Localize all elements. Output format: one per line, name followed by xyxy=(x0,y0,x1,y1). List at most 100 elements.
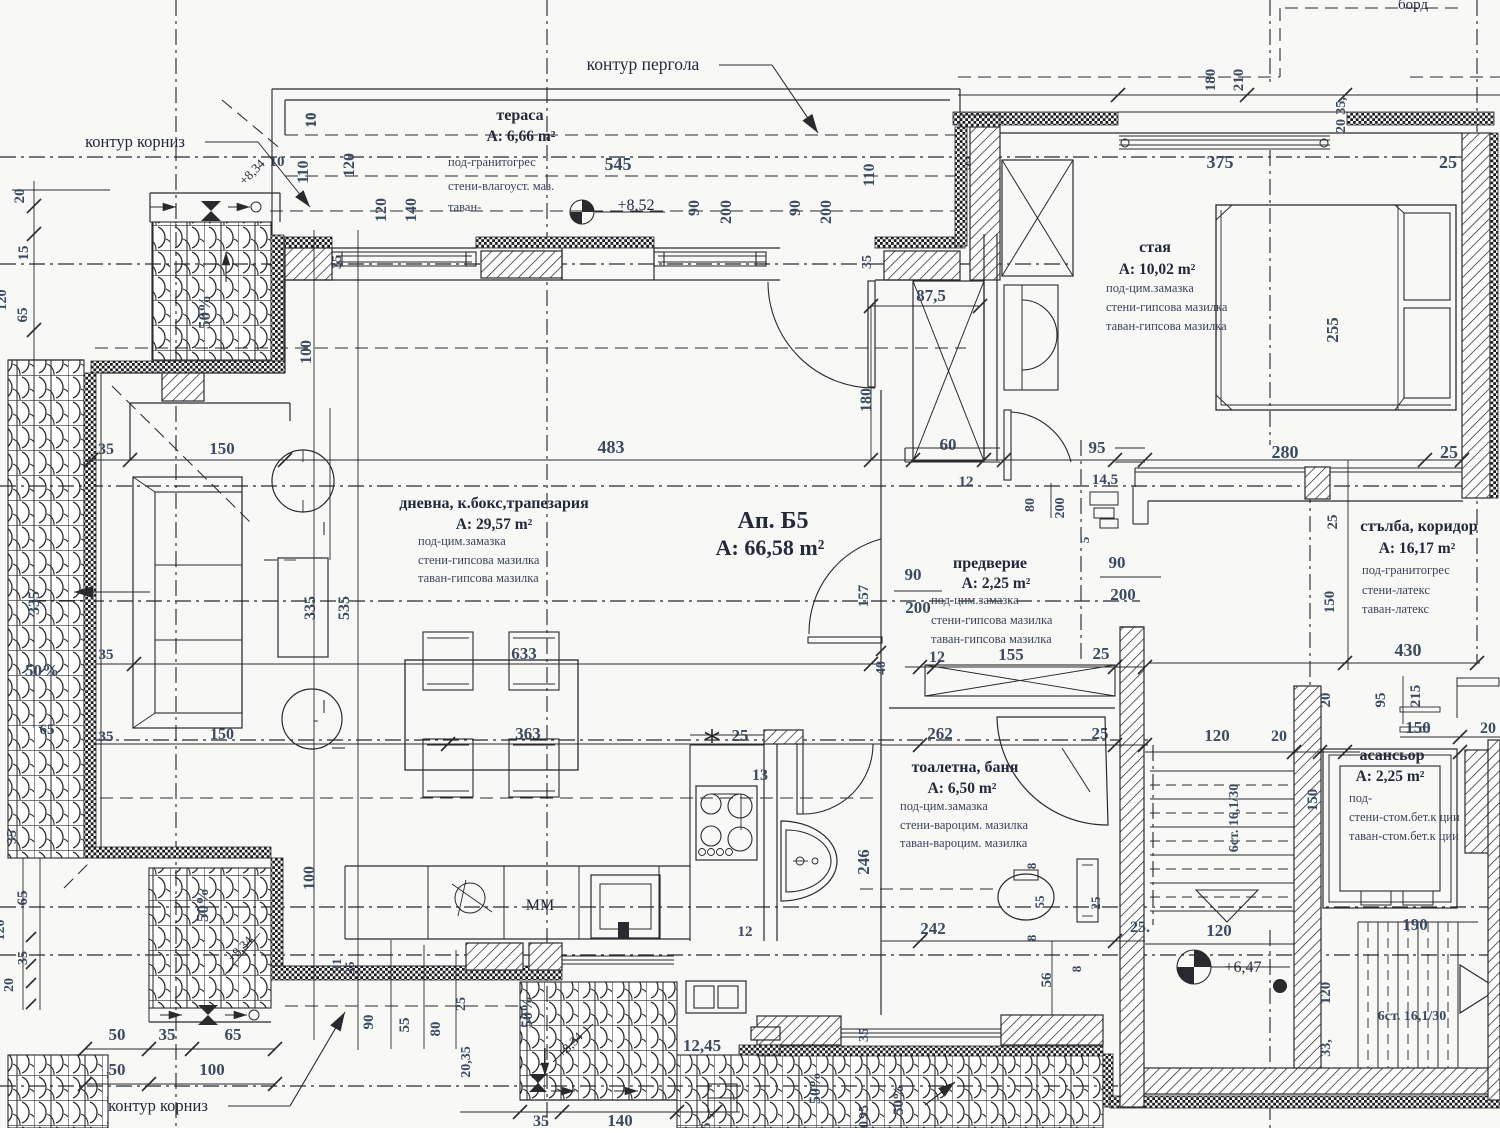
svg-text:12,45: 12,45 xyxy=(683,1036,721,1055)
svg-text:стълба, коридор: стълба, коридор xyxy=(1360,518,1477,535)
svg-text:633: 633 xyxy=(511,644,537,663)
svg-text:50: 50 xyxy=(109,1060,126,1079)
svg-text:140: 140 xyxy=(403,198,420,222)
svg-text:80: 80 xyxy=(1023,498,1038,512)
svg-text:асансьор: асансьор xyxy=(1360,747,1425,764)
svg-text:А: 6,66 m²: А: 6,66 m² xyxy=(487,128,556,145)
svg-text:246: 246 xyxy=(854,849,873,875)
svg-text:50%: 50% xyxy=(891,1085,907,1115)
svg-text:110: 110 xyxy=(861,163,878,186)
svg-text:210: 210 xyxy=(1231,69,1247,92)
svg-text:20: 20 xyxy=(1318,693,1334,708)
svg-text:55: 55 xyxy=(397,1018,413,1033)
svg-text:+8,52: +8,52 xyxy=(617,197,654,214)
svg-text:200: 200 xyxy=(905,598,931,617)
svg-text:20: 20 xyxy=(1271,728,1287,745)
svg-text:25: 25 xyxy=(1092,724,1109,743)
svg-text:таван-вароцим. мазилка: таван-вароцим. мазилка xyxy=(900,836,1028,850)
svg-text:56: 56 xyxy=(1039,972,1055,988)
svg-text:65: 65 xyxy=(40,722,55,738)
svg-text:35: 35 xyxy=(860,255,875,269)
svg-text:90: 90 xyxy=(686,200,703,216)
svg-text:35: 35 xyxy=(98,441,114,458)
svg-text:100: 100 xyxy=(199,1060,225,1079)
svg-text:50%: 50% xyxy=(195,295,214,329)
svg-text:100: 100 xyxy=(301,866,318,890)
svg-text:35: 35 xyxy=(857,1028,872,1042)
svg-text:25: 25 xyxy=(1093,644,1110,663)
svg-text:под-гранитогрес: под-гранитогрес xyxy=(1362,563,1450,577)
svg-text:предверие: предверие xyxy=(953,555,1027,572)
svg-text:483: 483 xyxy=(598,437,625,457)
svg-text:стая: стая xyxy=(1139,239,1171,256)
svg-text:120: 120 xyxy=(0,290,10,311)
svg-text:20: 20 xyxy=(2,978,17,992)
svg-text:35: 35 xyxy=(99,647,114,663)
svg-text:50%: 50% xyxy=(807,1072,824,1104)
svg-text:А: 16,17 m²: А: 16,17 m² xyxy=(1379,540,1456,557)
svg-text:14,5: 14,5 xyxy=(1092,472,1118,488)
svg-text:стени-гипсова мазилка: стени-гипсова мазилка xyxy=(931,613,1053,627)
svg-text:стени-влагоуст. маз.: стени-влагоуст. маз. xyxy=(448,179,554,193)
svg-text:190: 190 xyxy=(1402,915,1428,934)
svg-text:50%: 50% xyxy=(519,996,536,1028)
svg-text:50%: 50% xyxy=(25,661,59,680)
svg-text:60: 60 xyxy=(940,435,957,454)
svg-text:А: 2,25 m²: А: 2,25 m² xyxy=(962,575,1031,592)
svg-text:35: 35 xyxy=(159,1025,176,1044)
svg-text:таван-гипсова мазилка: таван-гипсова мазилка xyxy=(931,632,1052,646)
svg-text:25: 25 xyxy=(1088,896,1103,910)
svg-text:200: 200 xyxy=(1110,585,1136,604)
svg-text:150: 150 xyxy=(1305,789,1321,812)
svg-text:тераса: тераса xyxy=(496,107,543,124)
svg-text:180: 180 xyxy=(1203,69,1219,92)
svg-text:борд: борд xyxy=(1398,0,1428,13)
svg-text:31: 31 xyxy=(329,959,344,972)
svg-text:таван-стом.бет.к ции: таван-стом.бет.к ции xyxy=(1349,829,1459,843)
svg-text:25: 25 xyxy=(732,726,749,745)
svg-text:12: 12 xyxy=(929,649,945,666)
svg-text:120: 120 xyxy=(341,153,358,177)
svg-text:8: 8 xyxy=(1069,965,1084,972)
svg-text:255: 255 xyxy=(1323,317,1342,343)
svg-text:тоалетна, баня: тоалетна, баня xyxy=(912,759,1019,776)
svg-text:180: 180 xyxy=(858,388,875,412)
svg-text:200: 200 xyxy=(818,200,835,224)
svg-text:335: 335 xyxy=(302,596,319,620)
svg-text:6ст. 16,1/30: 6ст. 16,1/30 xyxy=(1378,1009,1446,1024)
svg-text:контур пергола: контур пергола xyxy=(587,54,700,74)
svg-text:А: 66,58 m²: А: 66,58 m² xyxy=(716,535,825,560)
svg-text:таван-гипсова мазилка: таван-гипсова мазилка xyxy=(418,571,539,585)
svg-text:110: 110 xyxy=(295,160,312,183)
svg-text:100: 100 xyxy=(310,351,312,353)
svg-text:12: 12 xyxy=(959,474,974,490)
svg-text:стени-вароцим. мазилка: стени-вароцим. мазилка xyxy=(900,818,1029,832)
svg-text:150: 150 xyxy=(210,726,234,743)
svg-text:200: 200 xyxy=(1053,498,1068,519)
svg-text:140: 140 xyxy=(607,1111,633,1128)
svg-text:5: 5 xyxy=(1077,536,1092,543)
svg-text:стени-стом.бет.к ции: стени-стом.бет.к ции xyxy=(1349,810,1460,824)
svg-text:20,35: 20,35 xyxy=(459,1046,474,1078)
svg-text:90: 90 xyxy=(905,565,922,584)
svg-text:35,: 35, xyxy=(1334,97,1349,115)
svg-text:50%: 50% xyxy=(193,888,212,922)
svg-text:А: 29,57 m²: А: 29,57 m² xyxy=(456,516,533,533)
svg-text:535: 535 xyxy=(336,596,353,620)
svg-text:215: 215 xyxy=(1408,685,1424,708)
svg-text:90: 90 xyxy=(361,1015,377,1030)
svg-text:95: 95 xyxy=(857,1105,872,1119)
svg-text:стени-гипсова мазилка: стени-гипсова мазилка xyxy=(418,553,540,567)
svg-text:120: 120 xyxy=(1206,921,1232,940)
svg-text:12: 12 xyxy=(738,924,753,940)
svg-text:200: 200 xyxy=(718,200,735,224)
svg-text:157: 157 xyxy=(856,584,872,607)
svg-text:20: 20 xyxy=(857,1121,872,1128)
svg-text:150: 150 xyxy=(1405,718,1431,737)
svg-text:10: 10 xyxy=(270,154,285,170)
svg-text:под-цим.замазка: под-цим.замазка xyxy=(900,799,988,813)
svg-text:20: 20 xyxy=(12,189,28,204)
svg-text:40: 40 xyxy=(874,661,889,675)
svg-text:95: 95 xyxy=(1089,438,1106,457)
svg-text:А: 10,02 m²: А: 10,02 m² xyxy=(1119,261,1196,278)
